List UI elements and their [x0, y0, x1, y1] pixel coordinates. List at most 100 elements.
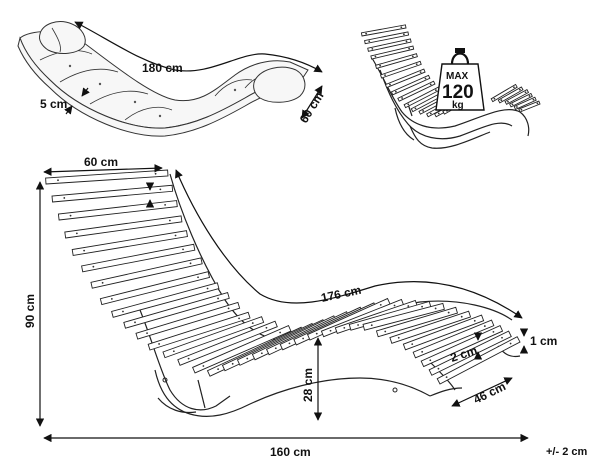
slat-screw [168, 219, 171, 222]
slat-screw [260, 352, 263, 355]
slat-screw [532, 98, 535, 101]
slat [192, 324, 292, 374]
slat-screw [401, 97, 403, 99]
slat-screw [473, 319, 476, 322]
slat-screw [83, 249, 86, 252]
slat [177, 320, 278, 366]
slat-screw [101, 281, 104, 284]
slat-screw [429, 83, 432, 86]
tolerance-note: +/- 2 cm [546, 446, 587, 458]
dimension-seat-width: 60 cm [43, 155, 163, 176]
slat-screw [492, 330, 495, 333]
max-load-value: 120 [442, 82, 474, 103]
slat-screw [154, 172, 157, 175]
slat-screw [279, 331, 282, 334]
slat-screw [414, 107, 417, 110]
foot-width-label: 46 cm [471, 379, 508, 407]
slat [370, 45, 415, 60]
cushion-length-label: 180 cm [142, 61, 183, 75]
slat-screw [343, 326, 346, 329]
slat-screw [374, 55, 377, 58]
slat-screw [384, 74, 386, 77]
slat-screw [493, 97, 496, 100]
slat-screw [174, 234, 177, 237]
slat-screw [421, 350, 424, 353]
max-load-unit: kg [452, 100, 464, 111]
slat-screw [172, 350, 175, 353]
slat-screw [164, 204, 167, 206]
slat [504, 89, 530, 105]
slat-screw [357, 324, 359, 326]
slat-screw [393, 304, 396, 307]
slat-screw [370, 324, 373, 327]
front-height-label: 28 cm [301, 368, 315, 402]
dimension-foot-width: 46 cm [451, 377, 513, 407]
slat-screw [524, 91, 527, 94]
slat [497, 86, 524, 104]
slat-screw [429, 359, 432, 362]
lounger-main-illustration [45, 169, 521, 417]
slat-gap-label: 1 cm [530, 334, 557, 348]
slat-screw [63, 197, 66, 199]
dimension-cushion-thickness: 5 cm [40, 87, 90, 115]
slat-screw [146, 332, 148, 335]
dimension-height: 90 cm [23, 181, 45, 427]
slat-screw [405, 40, 408, 43]
slat-screw [110, 298, 113, 300]
slat [379, 60, 422, 79]
slat-screw [394, 90, 397, 93]
slat-screw [511, 103, 514, 106]
slat [375, 53, 418, 69]
max-load-label: MAX [446, 71, 469, 82]
slat [367, 38, 412, 52]
slat-screw [528, 95, 531, 97]
slat-screw [516, 106, 518, 108]
slat-screw [520, 108, 523, 111]
slat-screw [518, 88, 521, 91]
slat-screw [424, 77, 427, 80]
slat-screw [368, 40, 371, 43]
slat-screw [329, 329, 332, 332]
slat-screw [246, 357, 249, 360]
base-length-label: 160 cm [270, 445, 311, 459]
slat-screw [189, 262, 192, 265]
slat-screw [197, 276, 199, 279]
slat-screw [217, 368, 220, 371]
slat-screw [415, 63, 418, 66]
pillow-head [39, 21, 86, 54]
slat-screw [217, 297, 219, 300]
slat-screw [408, 47, 411, 50]
slat-screw [134, 321, 136, 324]
slat-screw [379, 64, 382, 67]
slat-screw [501, 336, 503, 339]
slat [518, 100, 541, 113]
slat-screw [379, 303, 382, 306]
slat-screw [437, 367, 440, 370]
slat-screw [447, 311, 450, 314]
height-label: 90 cm [23, 294, 37, 328]
max-load-badge: MAX 120 kg [435, 48, 485, 111]
slat [436, 336, 521, 385]
slat-screw [389, 83, 391, 86]
slat-screw [397, 336, 400, 339]
dimension-front-height: 28 cm [301, 337, 323, 421]
slat [45, 169, 169, 185]
slat-screw [437, 112, 440, 115]
slat [513, 96, 537, 111]
slat [390, 74, 431, 96]
slat-screw [315, 332, 318, 335]
slat-screw [411, 55, 414, 58]
slat-screw [182, 248, 184, 251]
slat-screw [411, 343, 414, 345]
slat-screw [187, 357, 190, 360]
slat-screw [400, 26, 403, 29]
slat-screw [69, 214, 72, 217]
slat-screw [403, 33, 405, 36]
slat [412, 319, 495, 359]
slat-screw [422, 110, 425, 112]
slat-screw [288, 342, 291, 345]
slat-screw [429, 112, 432, 115]
slat [420, 325, 504, 368]
slat-screw [507, 100, 509, 103]
